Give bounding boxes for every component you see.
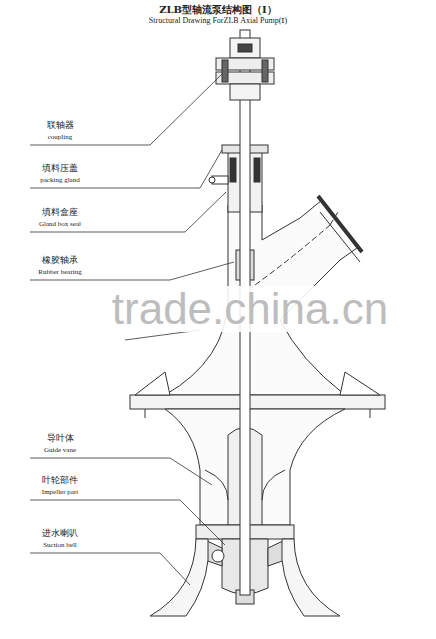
part-name: 叶轮部件 — [42, 476, 78, 486]
title: ZLB型轴流泵结构图（Ⅰ） — [159, 4, 276, 15]
part-name: Guide vane — [44, 447, 76, 455]
part-name: Suction bell — [43, 542, 77, 550]
part-name: packing gland — [40, 177, 79, 185]
part-name: 进水喇叭 — [42, 529, 78, 539]
part-name: 橡胶轴承 — [42, 256, 78, 266]
part-name: 填料压盖 — [42, 164, 78, 174]
part-name: 联轴器 — [47, 121, 74, 131]
part-name: Impeller part — [42, 489, 78, 497]
part-name: 导叶体 — [47, 434, 74, 444]
part-name: 填料盒座 — [42, 208, 78, 218]
part-name: coupling — [48, 134, 73, 142]
watermark: trade.china.cn — [109, 286, 391, 332]
part-name: Gland box seal — [39, 221, 81, 229]
part-name: Rubber bearing — [38, 269, 81, 277]
subtitle: Structural Drawing ForZLB Axial Pump(Ⅰ) — [149, 17, 287, 26]
